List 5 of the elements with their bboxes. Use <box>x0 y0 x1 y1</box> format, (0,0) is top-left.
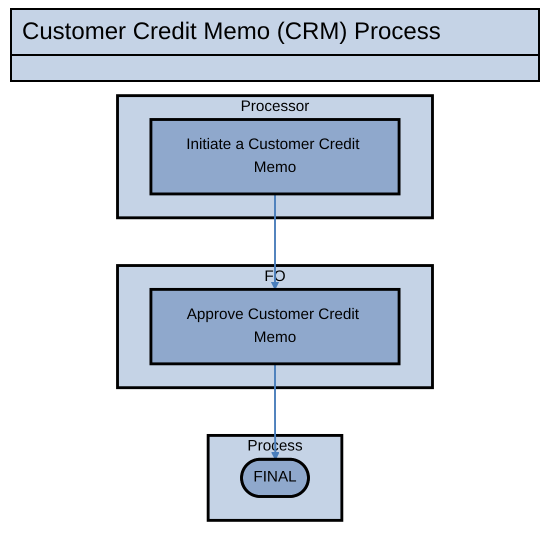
diagram-title: Customer Credit Memo (CRM) Process <box>10 8 540 56</box>
arrow <box>271 364 280 460</box>
node-box: Initiate a Customer Credit Memo <box>149 118 401 196</box>
node-box: Approve Customer Credit Memo <box>149 288 401 366</box>
arrow <box>270 194 280 290</box>
